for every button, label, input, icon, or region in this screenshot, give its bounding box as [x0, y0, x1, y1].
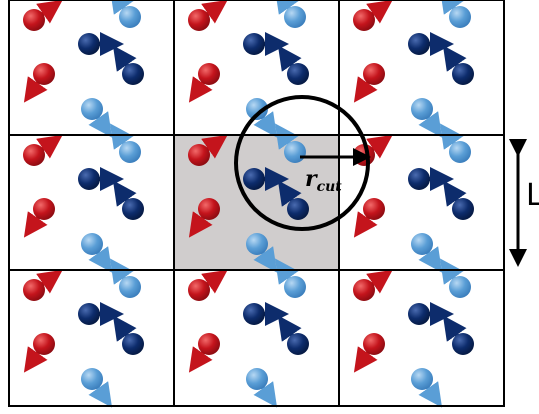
particle-dark-blue	[122, 63, 144, 85]
particle-red	[188, 9, 210, 31]
particle-red	[188, 279, 210, 301]
particle-red	[363, 198, 385, 220]
particle-dark-blue	[122, 198, 144, 220]
particle-dark-blue	[408, 33, 430, 55]
particle-dark-blue	[243, 303, 265, 325]
particles-layer	[23, 0, 474, 408]
particle-light-blue	[411, 368, 433, 390]
particle-dark-blue	[78, 33, 100, 55]
particle-dark-blue	[452, 333, 474, 355]
particle-red	[353, 9, 375, 31]
cell-r2-c1	[188, 258, 309, 408]
particle-light-blue	[246, 98, 268, 120]
particle-light-blue	[284, 6, 306, 28]
particle-light-blue	[449, 6, 471, 28]
particle-red	[363, 333, 385, 355]
particle-dark-blue	[122, 333, 144, 355]
cell-r2-c0	[23, 258, 144, 408]
particle-dark-blue	[243, 168, 265, 190]
particle-red	[23, 9, 45, 31]
cell-grid	[8, 0, 505, 407]
particle-light-blue	[119, 276, 141, 298]
cell-r0-c2	[353, 0, 474, 138]
particle-red	[198, 63, 220, 85]
grid-outer-border	[8, 0, 505, 407]
particle-dark-blue	[287, 63, 309, 85]
particle-dark-blue	[243, 33, 265, 55]
particle-dark-blue	[408, 168, 430, 190]
particle-red	[23, 279, 45, 301]
particle-red	[188, 144, 210, 166]
particle-red	[33, 333, 55, 355]
particle-light-blue	[119, 6, 141, 28]
box-length-label: L	[526, 178, 539, 213]
cell-r1-c0	[23, 123, 144, 273]
cell-r0-c0	[23, 0, 144, 138]
particle-red	[23, 144, 45, 166]
particle-light-blue	[449, 141, 471, 163]
cutoff-label: rcut	[305, 166, 342, 195]
particle-light-blue	[246, 368, 268, 390]
cell-r2-c2	[353, 258, 474, 408]
cell-r0-c1	[188, 0, 309, 138]
particle-light-blue	[449, 276, 471, 298]
particle-red	[353, 279, 375, 301]
particle-light-blue	[284, 276, 306, 298]
cutoff-label-subscript: cut	[317, 179, 343, 195]
particle-dark-blue	[287, 333, 309, 355]
particle-red	[198, 198, 220, 220]
particle-light-blue	[81, 233, 103, 255]
particle-red	[33, 63, 55, 85]
particle-light-blue	[411, 233, 433, 255]
cutoff-label-main: r	[305, 166, 318, 192]
particle-light-blue	[81, 368, 103, 390]
cell-r1-c2	[353, 123, 474, 273]
particle-dark-blue	[452, 198, 474, 220]
particle-red	[198, 333, 220, 355]
particle-dark-blue	[78, 303, 100, 325]
particle-dark-blue	[408, 303, 430, 325]
particle-light-blue	[81, 98, 103, 120]
particle-dark-blue	[78, 168, 100, 190]
particle-light-blue	[119, 141, 141, 163]
particle-light-blue	[284, 141, 306, 163]
particle-red	[353, 144, 375, 166]
particle-red	[33, 198, 55, 220]
particle-dark-blue	[452, 63, 474, 85]
particle-red	[363, 63, 385, 85]
particle-light-blue	[411, 98, 433, 120]
particle-dark-blue	[287, 198, 309, 220]
particle-light-blue	[246, 233, 268, 255]
